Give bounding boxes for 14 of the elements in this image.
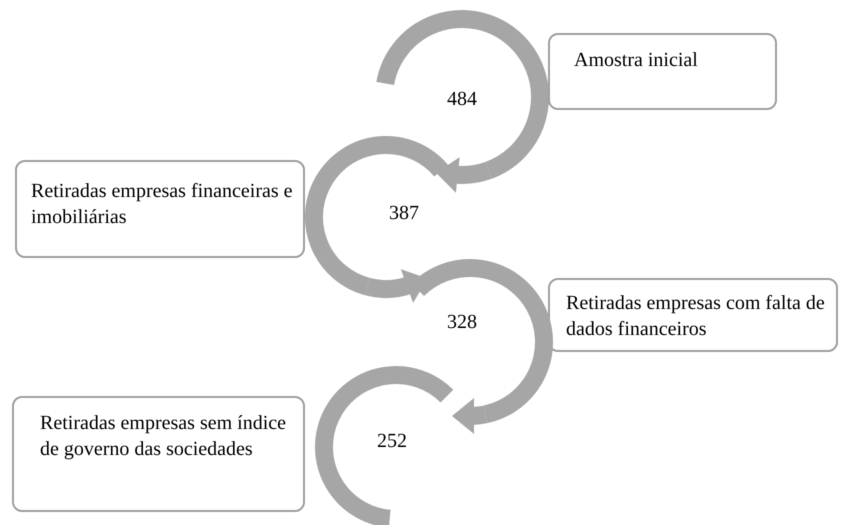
step-text: Retiradas empresas financeiras e imobiliárias xyxy=(31,179,294,230)
count-number: 252 xyxy=(377,429,407,453)
count-number: 484 xyxy=(447,87,477,111)
step-text: Retiradas empresas com falta de dados financeiros xyxy=(566,291,826,342)
step-box xyxy=(548,33,777,110)
step-text: Retiradas empresas sem índice de governo das sociedades xyxy=(40,411,288,462)
curved-arrow xyxy=(436,156,492,193)
curved-arrow xyxy=(452,398,488,434)
step-box xyxy=(548,278,838,352)
step-box xyxy=(15,160,305,258)
count-number: 328 xyxy=(447,310,477,334)
count-number: 387 xyxy=(389,201,419,225)
step-box xyxy=(12,396,305,512)
step-text: Amostra inicial xyxy=(574,48,699,73)
